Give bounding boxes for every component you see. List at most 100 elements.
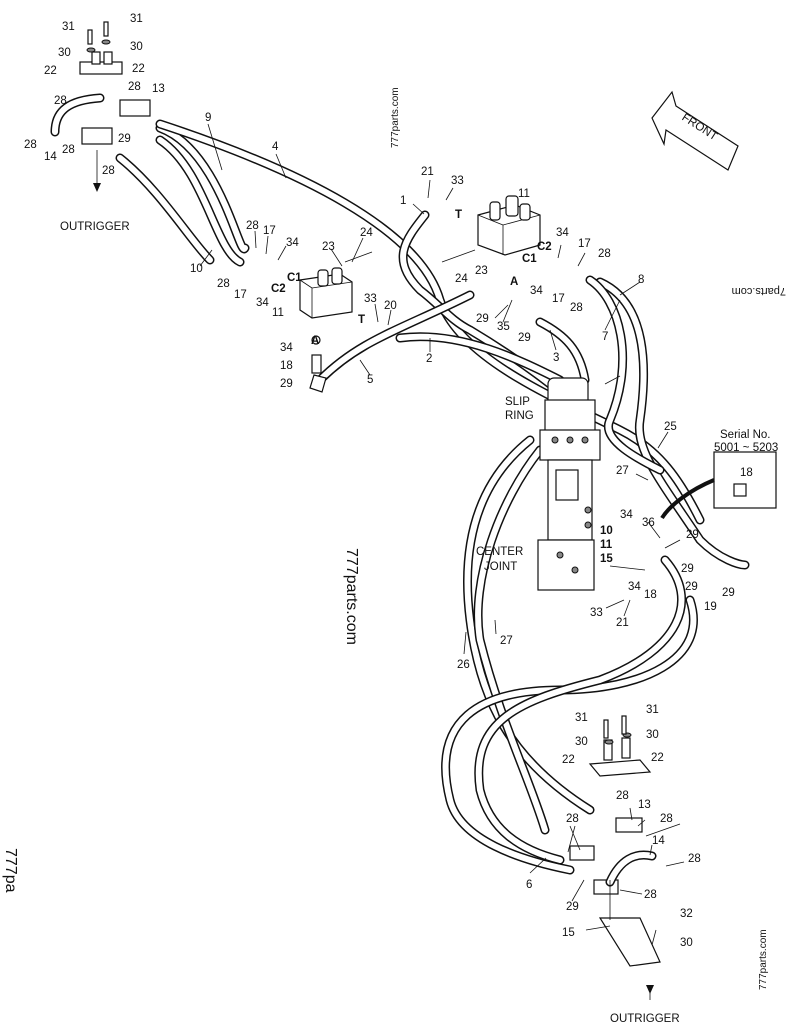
port-c1-left: C1 — [287, 272, 302, 284]
callout: 33 — [590, 607, 603, 619]
callout: 29 — [686, 529, 699, 541]
callout: 18 — [644, 589, 657, 601]
callout: 4 — [272, 141, 279, 153]
callout: 11 — [600, 539, 613, 551]
callout: 28 — [246, 220, 259, 232]
hoses — [115, 119, 750, 875]
callout: 24 — [455, 273, 468, 285]
callout: 1 — [400, 195, 406, 207]
callout: 28 — [128, 81, 141, 93]
callout: 18 — [740, 467, 753, 479]
leader-lines — [199, 123, 685, 931]
callout: 34 — [556, 227, 569, 239]
callout: 29 — [685, 581, 698, 593]
callout: 30 — [646, 729, 659, 741]
callout: 11 — [272, 307, 284, 319]
callout: 10 — [600, 525, 613, 537]
valve-block-right — [441, 195, 541, 263]
watermark-1: 777parts.com — [390, 87, 401, 148]
watermark-4: 777pa — [2, 848, 19, 893]
port-c2-left: C2 — [271, 283, 286, 295]
callout: 34 — [286, 237, 299, 249]
port-t-left: T — [358, 314, 365, 326]
callout: 17 — [263, 225, 276, 237]
callout: 34 — [620, 509, 633, 521]
callout: 17 — [234, 289, 247, 301]
callout: 6 — [526, 879, 532, 891]
callout: 13 — [152, 83, 165, 95]
outrigger-bottom-label: OUTRIGGER — [610, 1013, 680, 1025]
callout: 15 — [600, 553, 613, 565]
port-c1-right: C1 — [522, 253, 537, 265]
callout: 17 — [578, 238, 591, 250]
serial-label-1: Serial No. — [720, 429, 771, 441]
callout: 8 — [638, 274, 644, 286]
callout: 28 — [598, 248, 611, 260]
callout: 22 — [132, 63, 145, 75]
callout: 31 — [130, 13, 143, 25]
callout: 24 — [360, 227, 373, 239]
callout: 28 — [54, 95, 67, 107]
callout: 29 — [566, 901, 579, 913]
callout: 35 — [497, 321, 510, 333]
callout: 33 — [364, 293, 377, 305]
callout: 34 — [256, 297, 269, 309]
clamp-top-left — [50, 21, 151, 192]
callout: 22 — [44, 65, 57, 77]
callout: 34 — [280, 342, 293, 354]
slip-ring-label-1: SLIP — [505, 396, 530, 408]
callout: 28 — [24, 139, 37, 151]
callout: 28 — [616, 790, 629, 802]
callout: 27 — [616, 465, 629, 477]
watermark-5: 777parts.com — [758, 929, 769, 990]
serial-label-2: 5001 ~ 5203 — [714, 442, 778, 454]
callout: 28 — [644, 889, 657, 901]
callout: 29 — [476, 313, 489, 325]
watermark-2: 777parts.com — [343, 548, 360, 645]
center-joint-label-2: JOINT — [484, 561, 517, 573]
callout: 23 — [475, 265, 488, 277]
callout: 28 — [660, 813, 673, 825]
callout: 30 — [130, 41, 143, 53]
callout: 29 — [722, 587, 735, 599]
callout: 28 — [217, 278, 230, 290]
callout: 36 — [642, 517, 655, 529]
callout: 21 — [616, 617, 629, 629]
callout: 2 — [426, 353, 432, 365]
callout: 5 — [367, 374, 373, 386]
callout: 34 — [530, 285, 543, 297]
outrigger-top-label: OUTRIGGER — [60, 221, 130, 233]
callout: 11 — [518, 188, 530, 200]
callout: 25 — [664, 421, 677, 433]
callout: 28 — [688, 853, 701, 865]
callout: 31 — [575, 712, 588, 724]
valve-block-left — [299, 251, 373, 393]
callout: 28 — [570, 302, 583, 314]
callout: 3 — [553, 352, 559, 364]
slip-ring-label-2: RING — [505, 410, 534, 422]
callout: 30 — [575, 736, 588, 748]
callout: 10 — [190, 263, 203, 275]
callout: 19 — [704, 601, 717, 613]
callout: 29 — [518, 332, 531, 344]
callout: 32 — [680, 908, 693, 920]
callout: 18 — [280, 360, 293, 372]
callout: 31 — [62, 21, 75, 33]
callout: 28 — [102, 165, 115, 177]
callout: 29 — [118, 133, 131, 145]
callout: 7 — [602, 331, 608, 343]
callout: 31 — [646, 704, 659, 716]
callout: 30 — [58, 47, 71, 59]
callout: 15 — [562, 927, 575, 939]
callout: 21 — [421, 166, 434, 178]
callout: 28 — [566, 813, 579, 825]
callout: 17 — [552, 293, 565, 305]
callout: 33 — [451, 175, 464, 187]
callout: 14 — [652, 835, 665, 847]
callout: 14 — [44, 151, 57, 163]
callout: 9 — [205, 112, 211, 124]
callout: 27 — [500, 635, 513, 647]
port-a-right: A — [510, 276, 518, 288]
